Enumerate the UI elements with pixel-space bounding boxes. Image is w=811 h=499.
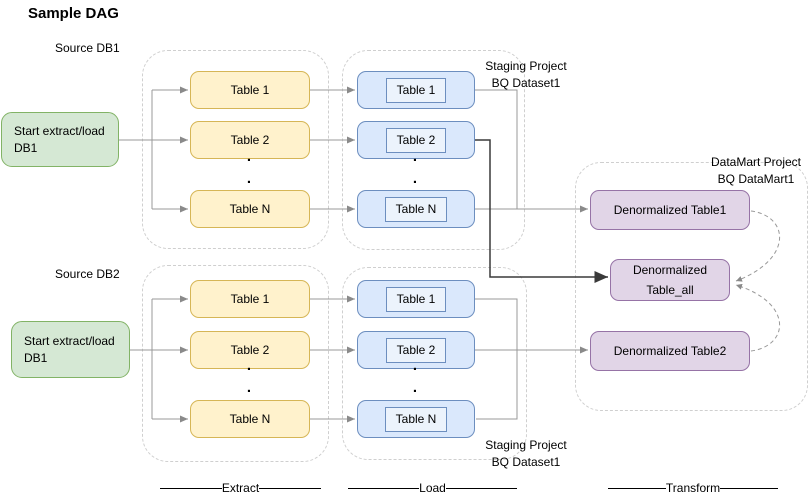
inner-table-rect: Table 1 [385,77,447,103]
staging-project-label-top: Staging Project BQ Dataset1 [485,59,567,90]
inner-table-rect: Table N [384,406,448,432]
denormalized-table-all-node: Denormalized Table_all [610,259,730,301]
load-table-node: Table 1 [357,280,475,318]
denormalized-table1-node: Denormalized Table1 [590,190,750,230]
divider-line [445,487,518,489]
inner-table-rect: Table 1 [385,286,447,312]
load-table-node: Table N [357,190,475,228]
stage-divider-transform: Transform [608,480,779,496]
source-db2-label: Source DB2 [55,267,120,281]
start-node-db2: Start extract/load DB1 [11,321,130,378]
staging-project-label-bottom: Staging Project BQ Dataset1 [485,438,567,469]
extract-table-node: Table N [190,400,310,438]
stage-label-transform: Transform [665,481,721,495]
denormalized-table-all-line1: Denormalized [632,263,708,277]
stage-label-extract: Extract [221,481,260,495]
datamart-project-label: DataMart Project BQ DataMart1 [710,155,802,186]
extract-table-node: Table 1 [190,71,310,109]
load-table-node: Table 2 [357,121,475,159]
stage-divider-load: Load [348,480,518,496]
inner-table-rect: Table 2 [385,127,447,153]
load-group-db2 [342,267,527,460]
divider-line [348,487,420,489]
start-node-db1: Start extract/load DB1 [1,112,119,167]
more-tables-ellipsis: .. [412,148,418,187]
divider-line [608,487,666,489]
divider-line [259,487,321,489]
inner-table-rect: Table N [384,196,448,222]
extract-table-node: Table N [190,190,310,228]
denormalized-table2-node: Denormalized Table2 [590,331,750,371]
load-table-node: Table N [357,400,475,438]
divider-line [160,487,222,489]
start-node-db2-line1: Start extract/load [24,333,115,348]
extract-table-node: Table 2 [190,121,310,159]
more-tables-ellipsis: .. [246,357,252,396]
stage-label-load: Load [419,481,446,495]
divider-line [720,487,779,489]
load-table-node: Table 1 [357,71,475,109]
load-table-node: Table 2 [357,331,475,369]
more-tables-ellipsis: .. [246,148,252,187]
more-tables-ellipsis: .. [412,357,418,396]
stage-divider-extract: Extract [160,480,321,496]
source-db1-label: Source DB1 [55,41,120,55]
extract-table-node: Table 1 [190,280,310,318]
diagram-title: Sample DAG [28,5,119,22]
denormalized-table-all-line2: Table_all [646,283,694,297]
start-node-db1-line1: Start extract/load [14,123,105,138]
start-node-db2-line2: DB1 [24,350,48,365]
extract-table-node: Table 2 [190,331,310,369]
inner-table-rect: Table 2 [385,337,447,363]
transform-group [575,162,808,411]
start-node-db1-line2: DB1 [14,140,38,155]
